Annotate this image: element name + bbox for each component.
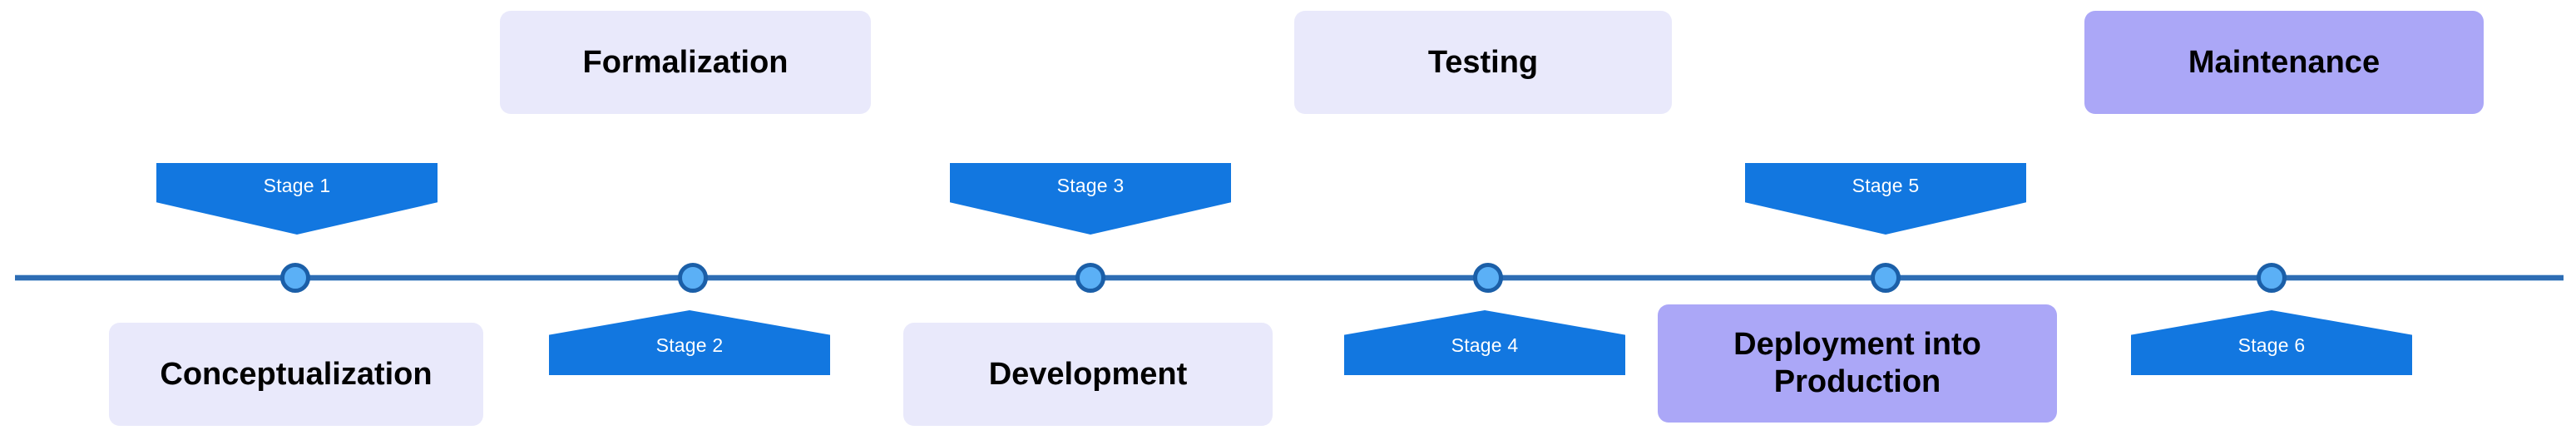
phase-box-deployment-into-production[interactable]: Deployment into Production	[1658, 304, 2057, 423]
stage-banner-3-label: Stage 3	[1056, 175, 1125, 196]
phase-box-testing[interactable]: Testing	[1294, 11, 1672, 114]
milestone-marker-3[interactable]	[1075, 263, 1105, 293]
phase-box-maintenance[interactable]: Maintenance	[2084, 11, 2484, 114]
stage-banner-5[interactable]: Stage 5	[1745, 163, 2026, 235]
phase-box-testing-label: Testing	[1427, 44, 1539, 80]
stage-banner-2[interactable]: Stage 2	[549, 310, 830, 375]
phase-box-deployment-line-2: Production	[1773, 364, 1941, 399]
milestone-marker-2[interactable]	[678, 263, 708, 293]
stage-banner-2-label: Stage 2	[655, 334, 724, 356]
stage-banner-4[interactable]: Stage 4	[1344, 310, 1625, 375]
stage-banner-3[interactable]: Stage 3	[950, 163, 1231, 235]
phase-box-conceptualization-label: Conceptualization	[160, 356, 433, 392]
phase-box-maintenance-label: Maintenance	[2188, 44, 2381, 80]
timeline-axis	[15, 275, 2564, 280]
milestone-marker-5[interactable]	[1871, 263, 1901, 293]
phase-box-development[interactable]: Development	[903, 323, 1273, 426]
stage-banner-4-label: Stage 4	[1451, 334, 1519, 356]
phase-box-formalization[interactable]: Formalization	[500, 11, 871, 114]
stage-banner-5-label: Stage 5	[1852, 175, 1920, 196]
stage-banner-1[interactable]: Stage 1	[156, 163, 438, 235]
phase-box-deployment-line-1: Deployment into	[1733, 327, 1981, 363]
phase-box-deployment-into-production-label: Deployment into Production	[1733, 326, 1981, 401]
phase-box-development-label: Development	[988, 356, 1188, 392]
phase-box-conceptualization[interactable]: Conceptualization	[109, 323, 483, 426]
stage-banner-6-label: Stage 6	[2237, 334, 2306, 356]
milestone-marker-6[interactable]	[2257, 263, 2287, 293]
phase-box-formalization-label: Formalization	[582, 44, 789, 80]
milestone-marker-4[interactable]	[1473, 263, 1503, 293]
milestone-marker-1[interactable]	[280, 263, 310, 293]
stage-banner-6[interactable]: Stage 6	[2131, 310, 2412, 375]
stage-banner-1-label: Stage 1	[263, 175, 331, 196]
